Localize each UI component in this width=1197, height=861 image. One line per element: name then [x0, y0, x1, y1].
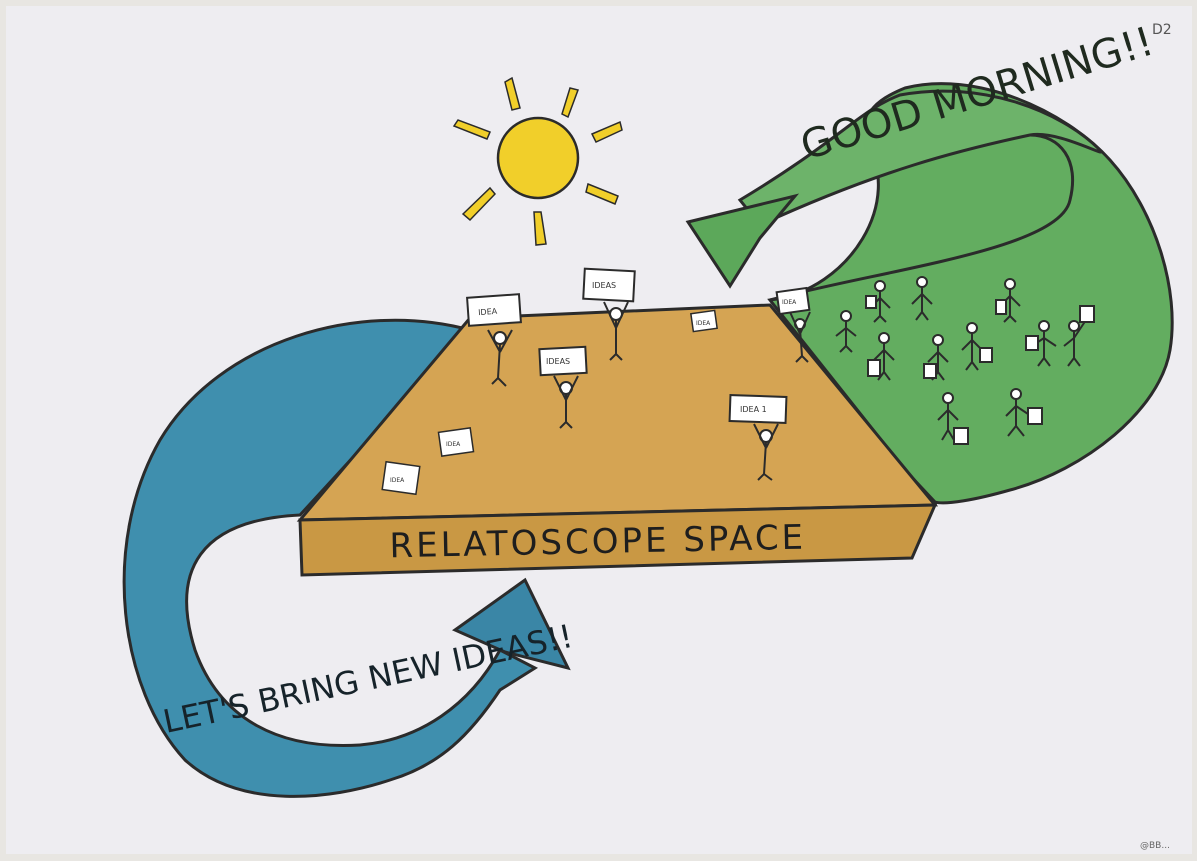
corner-code: D2 [1152, 22, 1172, 38]
sign-label: IDEA [782, 299, 797, 306]
sign-label: IDEA [478, 307, 498, 317]
figure-with-sign: IDEA 1 [728, 393, 788, 481]
signature: @BB... [1140, 841, 1170, 851]
idea-note: IDEA [381, 460, 421, 496]
platform-label: RELATOSCOPE SPACE [389, 518, 806, 567]
figure-with-sign: IDEAS [582, 267, 636, 361]
figure-with-sign: IDEA [466, 293, 522, 387]
figure-with-sign: IDEAS [538, 345, 588, 429]
figure-with-sign: IDEA [775, 286, 811, 363]
blue-arrow [122, 318, 539, 798]
note-label: IDEA [390, 477, 405, 484]
green-arrow-body [737, 89, 1103, 227]
note-label: IDEA [446, 441, 461, 448]
sign-label: IDEA 1 [740, 405, 767, 414]
note-label: IDEA [696, 320, 711, 327]
green-arrow-tail-loop [769, 133, 1075, 302]
idea-note: IDEA [437, 427, 475, 457]
sign-label: IDEAS [546, 357, 570, 366]
platform-front [298, 503, 938, 577]
sign-label: IDEAS [592, 281, 616, 290]
crowd-figures [835, 276, 1095, 445]
sun-icon [452, 76, 623, 246]
blue-arrowhead [451, 577, 571, 671]
green-arrowhead [685, 193, 800, 289]
idea-note: IDEA [690, 309, 718, 333]
